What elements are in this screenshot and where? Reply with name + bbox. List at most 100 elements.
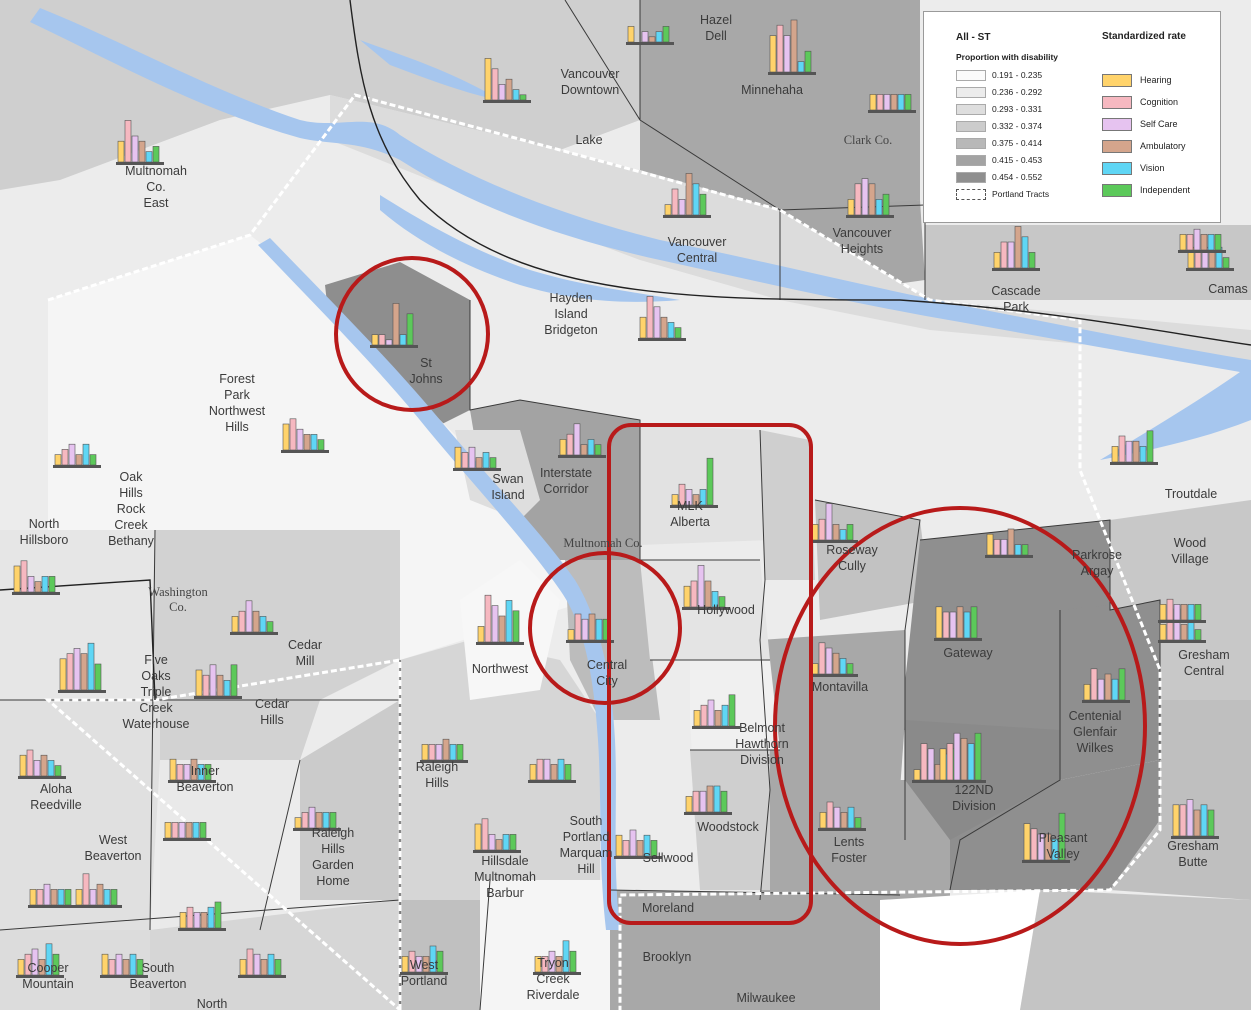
- bar-independent: [406, 313, 414, 346]
- legend-category-label: Independent: [1140, 185, 1191, 195]
- nbhd-label: West Beaverton: [84, 833, 142, 863]
- bar-self-care: [678, 199, 686, 216]
- tract-tryon: [480, 880, 610, 1010]
- bar-independent: [512, 610, 520, 643]
- bar-self-care: [491, 605, 499, 643]
- nbhd-label: Swan Island: [491, 472, 525, 502]
- bar-independent: [854, 817, 862, 829]
- tract-concordia: [760, 430, 815, 580]
- bar-self-care: [641, 31, 649, 43]
- bar-cognition: [993, 539, 1001, 556]
- bar-glyph-baseline: [558, 455, 606, 458]
- tract-brooklyn: [610, 890, 900, 1010]
- bar-glyph-baseline: [810, 540, 858, 543]
- bar-cognition: [378, 334, 386, 346]
- bar-cognition: [238, 610, 246, 633]
- nbhd-label: South Portland Marquam Hill: [559, 814, 613, 876]
- bar-independent: [230, 664, 238, 697]
- tract-unpopulated: [880, 890, 1040, 1010]
- nbhd-label: Milwaukee: [736, 991, 796, 1005]
- nbhd-label: Vancouver Central: [667, 235, 727, 265]
- bar-hearing: [401, 956, 409, 973]
- bar-independent: [89, 454, 97, 466]
- bar-hearing: [769, 35, 777, 73]
- nbhd-label: Vancouver Heights: [832, 226, 892, 256]
- bar-ambulatory: [1200, 234, 1208, 251]
- bar-hearing: [534, 956, 542, 973]
- nbhd-label: Raleigh Hills: [415, 760, 459, 790]
- nbhd-label: Parkrose Argay: [1071, 548, 1123, 578]
- bar-vision: [449, 744, 457, 761]
- bar-ambulatory: [555, 956, 563, 973]
- nbhd-label: West Portland: [400, 958, 448, 988]
- bar-vision: [207, 906, 215, 929]
- bar-independent: [650, 840, 658, 857]
- bar-ambulatory: [692, 494, 700, 506]
- nbhd-label: Cascade Park: [991, 284, 1041, 314]
- bar-vision: [587, 439, 595, 456]
- bar-ambulatory: [1104, 673, 1112, 701]
- bar-independent: [728, 694, 736, 727]
- nbhd-label: Belmont Hawthorn Division: [735, 721, 789, 767]
- bar-glyph-baseline: [476, 642, 524, 645]
- bar-cognition: [942, 611, 950, 639]
- bar-vision: [1111, 678, 1119, 701]
- bar-glyph-baseline: [1158, 640, 1206, 643]
- bar-glyph-baseline: [912, 780, 960, 783]
- tract-lents: [760, 780, 950, 900]
- bar-glyph-baseline: [985, 555, 1033, 558]
- bar-independent: [54, 765, 62, 777]
- bar-self-care: [43, 883, 51, 906]
- tract-aloha: [0, 700, 160, 930]
- bar-hearing: [59, 658, 67, 691]
- bar-glyph-baseline: [1171, 836, 1219, 839]
- bar-independent: [204, 764, 212, 781]
- bar-cognition: [491, 68, 499, 101]
- bar-ambulatory: [138, 140, 146, 163]
- bar-cognition: [671, 188, 679, 216]
- bar-independent: [706, 457, 714, 506]
- bar-glyph-baseline: [1110, 462, 1158, 465]
- bar-glyph-baseline: [453, 468, 501, 471]
- bar-glyph-baseline: [370, 345, 418, 348]
- bar-independent: [1207, 809, 1215, 837]
- bar-self-care: [296, 428, 304, 451]
- bar-cognition: [1166, 598, 1174, 621]
- bar-vision: [41, 576, 49, 593]
- bar-ambulatory: [122, 959, 130, 976]
- nbhd-label: Cedar Hills: [254, 697, 290, 727]
- bar-independent: [214, 901, 222, 929]
- bar-vision: [223, 680, 231, 697]
- bar-vision: [692, 183, 700, 216]
- bar-glyph-baseline: [163, 838, 211, 841]
- bar-glyph-baseline: [28, 905, 76, 908]
- bar-ambulatory: [75, 454, 83, 466]
- bar-independent: [1146, 430, 1154, 463]
- bar-independent: [846, 524, 854, 541]
- bar-glyph-baseline: [638, 338, 686, 341]
- nbhd-label: Raleigh Hills Garden Home: [311, 826, 355, 888]
- bar-independent: [136, 959, 144, 976]
- bar-hearing: [986, 533, 994, 556]
- bar-independent: [904, 94, 912, 111]
- nbhd-label: Lake: [575, 133, 603, 147]
- bar-cognition: [186, 906, 194, 929]
- bar-hearing: [13, 565, 21, 593]
- bar-hearing: [29, 889, 37, 906]
- tract-hillsdale: [400, 640, 600, 900]
- bar-cognition: [202, 674, 210, 697]
- bar-glyph-baseline: [1158, 620, 1206, 623]
- bar-self-care: [115, 953, 123, 976]
- bar-cognition: [1118, 435, 1126, 463]
- nbhd-label: Woodstock: [697, 820, 759, 834]
- county-line: [349, 0, 1251, 346]
- bar-ambulatory: [1193, 809, 1201, 837]
- bar-ambulatory: [960, 738, 968, 781]
- bar-glyph-baseline: [178, 928, 226, 931]
- bar-self-care: [548, 950, 556, 973]
- bar-glyph-baseline: [74, 905, 122, 908]
- tract-southeast: [1020, 890, 1251, 1010]
- bar-independent: [489, 457, 497, 469]
- bar-vision: [103, 889, 111, 906]
- nbhd-label: South Beaverton: [129, 961, 187, 991]
